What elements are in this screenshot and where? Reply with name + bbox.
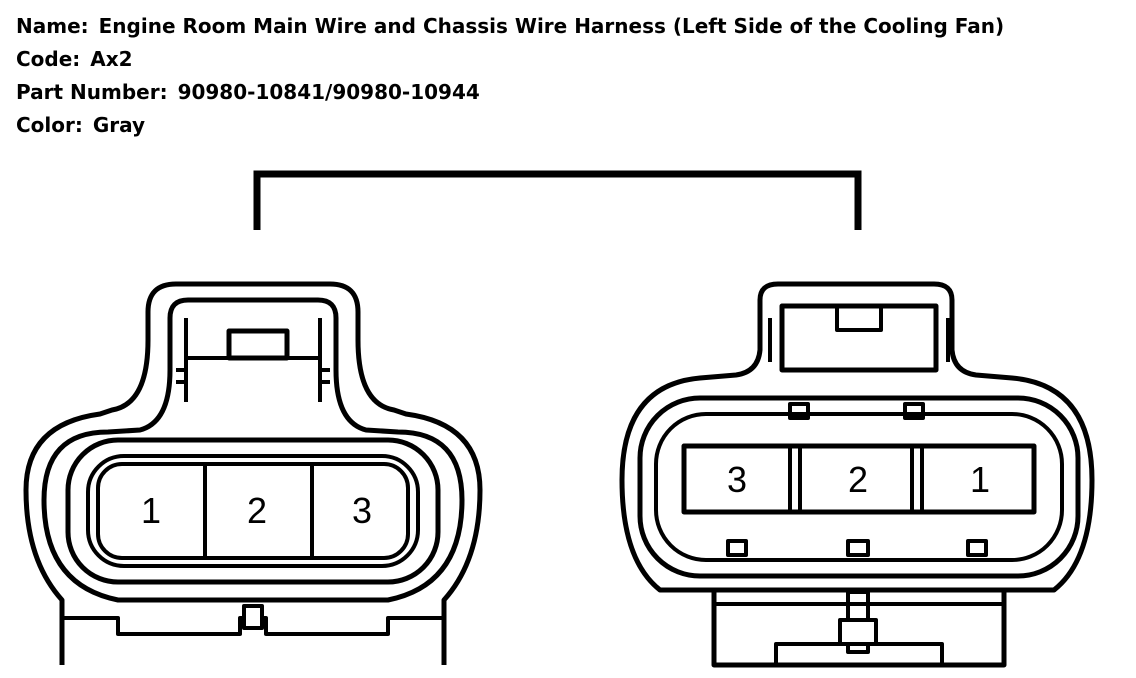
right-lock-tab	[779, 303, 939, 373]
right-housing-skirt	[711, 590, 1007, 668]
right-lock-latch	[835, 304, 883, 332]
left-terminal-frame-outer	[65, 437, 441, 585]
right-pin-label: 1	[970, 459, 990, 500]
right-terminal-cavity	[681, 443, 1037, 515]
left-lock-latch	[226, 328, 290, 361]
code-row: Code: Ax2	[16, 43, 1004, 76]
color-label: Color:	[16, 113, 83, 137]
name-label: Name:	[16, 14, 89, 38]
part-number-label: Part Number:	[16, 80, 168, 104]
left-pin-label: 3	[352, 490, 372, 531]
left-housing-inner	[41, 297, 465, 603]
right-key-block	[838, 618, 878, 646]
left-housing-outline	[23, 281, 483, 665]
left-terminal-frame-inner	[86, 454, 420, 568]
right-guide-rib	[903, 402, 925, 420]
left-connector	[23, 281, 483, 665]
code-value: Ax2	[90, 47, 133, 71]
right-guide-rib	[726, 539, 748, 557]
left-pin-label: 2	[247, 490, 267, 531]
right-pin-label: 3	[727, 459, 747, 500]
left-pin-label: 1	[141, 490, 161, 531]
right-pin-label: 2	[848, 459, 868, 500]
right-guide-rib	[966, 539, 988, 557]
connector-info: Name: Engine Room Main Wire and Chassis W…	[16, 10, 1004, 142]
color-value: Gray	[92, 113, 146, 137]
name-value: Engine Room Main Wire and Chassis Wire H…	[98, 14, 1005, 38]
name-row: Name: Engine Room Main Wire and Chassis W…	[16, 10, 1004, 43]
right-guide-rib	[846, 539, 870, 557]
code-label: Code:	[16, 47, 81, 71]
connector-pair-bracket	[253, 170, 862, 230]
right-lock-rails	[768, 318, 950, 362]
left-key-notch	[242, 604, 264, 630]
right-skirt-step	[774, 642, 944, 665]
right-guide-rib	[788, 402, 810, 420]
right-housing-inner-ring	[654, 412, 1064, 562]
right-connector	[619, 281, 1095, 668]
left-terminal-cavity	[96, 462, 410, 560]
part-number-value: 90980-10841/90980-10944	[177, 80, 480, 104]
right-housing-outline	[619, 281, 1095, 593]
right-housing-inner	[637, 395, 1081, 579]
part-number-row: Part Number: 90980-10841/90980-10944	[16, 76, 1004, 109]
color-row: Color: Gray	[16, 109, 1004, 142]
